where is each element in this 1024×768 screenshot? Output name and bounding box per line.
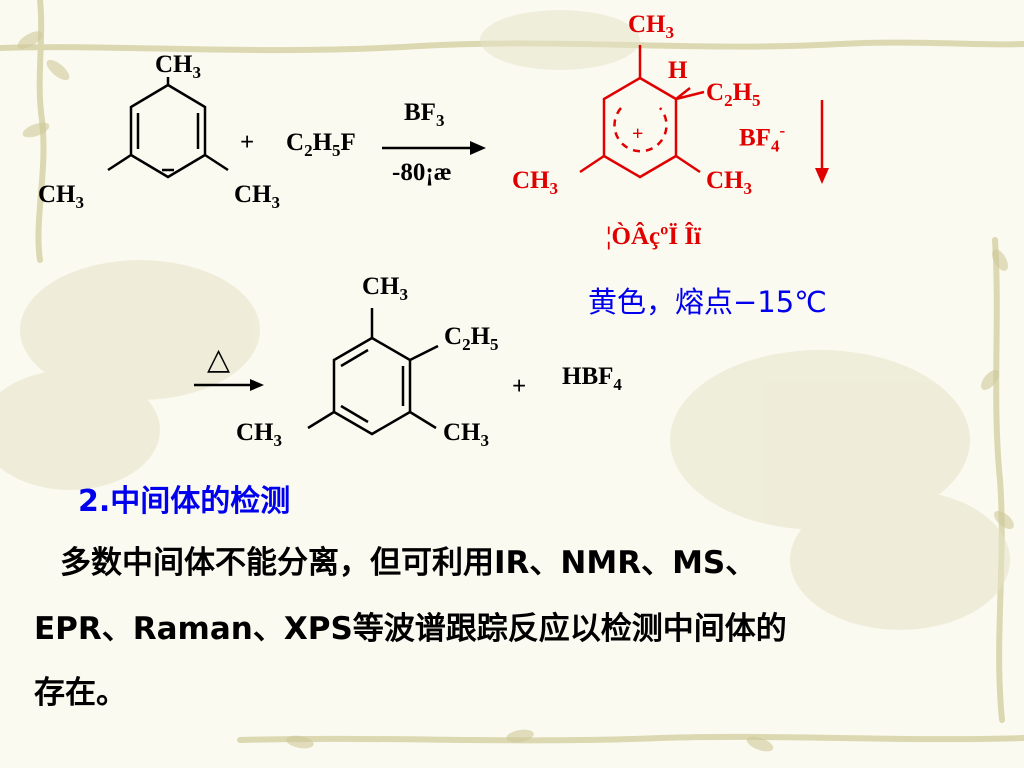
sigma-top-methyl: CH3: [628, 11, 674, 42]
tetrafluoroborate-anion: BF4-: [739, 121, 786, 156]
product-ring: [307, 308, 439, 436]
plus-sign-1: +: [240, 129, 255, 156]
heat-arrow: [194, 379, 264, 391]
heat-symbol: △: [207, 343, 231, 376]
mesitylene-top-methyl: CH3: [155, 51, 201, 82]
body-line-1: 多数中间体不能分离，但可利用IR、NMR、MS、: [60, 545, 757, 581]
mesitylene-ring: [107, 77, 229, 179]
sigma-ethyl: C2H5: [706, 79, 761, 110]
sigma-right-methyl: CH3: [706, 167, 752, 198]
sigma-left-methyl: CH3: [512, 167, 558, 198]
intermediate-garbled-label: ¦ÒÂçºÏ Îï: [606, 223, 702, 250]
catalyst-bf3-label: BF3: [404, 99, 445, 130]
product-ethyl: C2H5: [444, 323, 499, 354]
intermediate-note: 黄色，熔点−15℃: [588, 285, 827, 319]
product-right-methyl: CH3: [443, 419, 489, 450]
byproduct-hbf4: HBF4: [562, 363, 622, 394]
reaction-arrow-1: [382, 141, 486, 155]
product-top-methyl: CH3: [362, 273, 408, 304]
red-down-arrow: [815, 100, 829, 184]
sigma-complex-ring: [579, 45, 705, 179]
product-left-methyl: CH3: [236, 419, 282, 450]
mesitylene-left-methyl: CH3: [38, 181, 84, 212]
plus-sign-2: +: [512, 373, 527, 400]
body-line-2: EPR、Raman、XPS等波谱跟踪反应以检测中间体的: [34, 611, 787, 647]
ethyl-fluoride-label: C2H5F: [286, 129, 356, 160]
mesitylene-right-methyl: CH3: [234, 181, 280, 212]
anion-charge: -: [779, 121, 786, 140]
body-line-3: 存在。: [34, 675, 127, 711]
sigma-positive-charge: +: [632, 123, 644, 145]
section-heading: 2.中间体的检测: [78, 484, 291, 519]
temperature-label: -80¡æ: [392, 159, 452, 186]
sigma-hydrogen: H: [668, 57, 688, 84]
